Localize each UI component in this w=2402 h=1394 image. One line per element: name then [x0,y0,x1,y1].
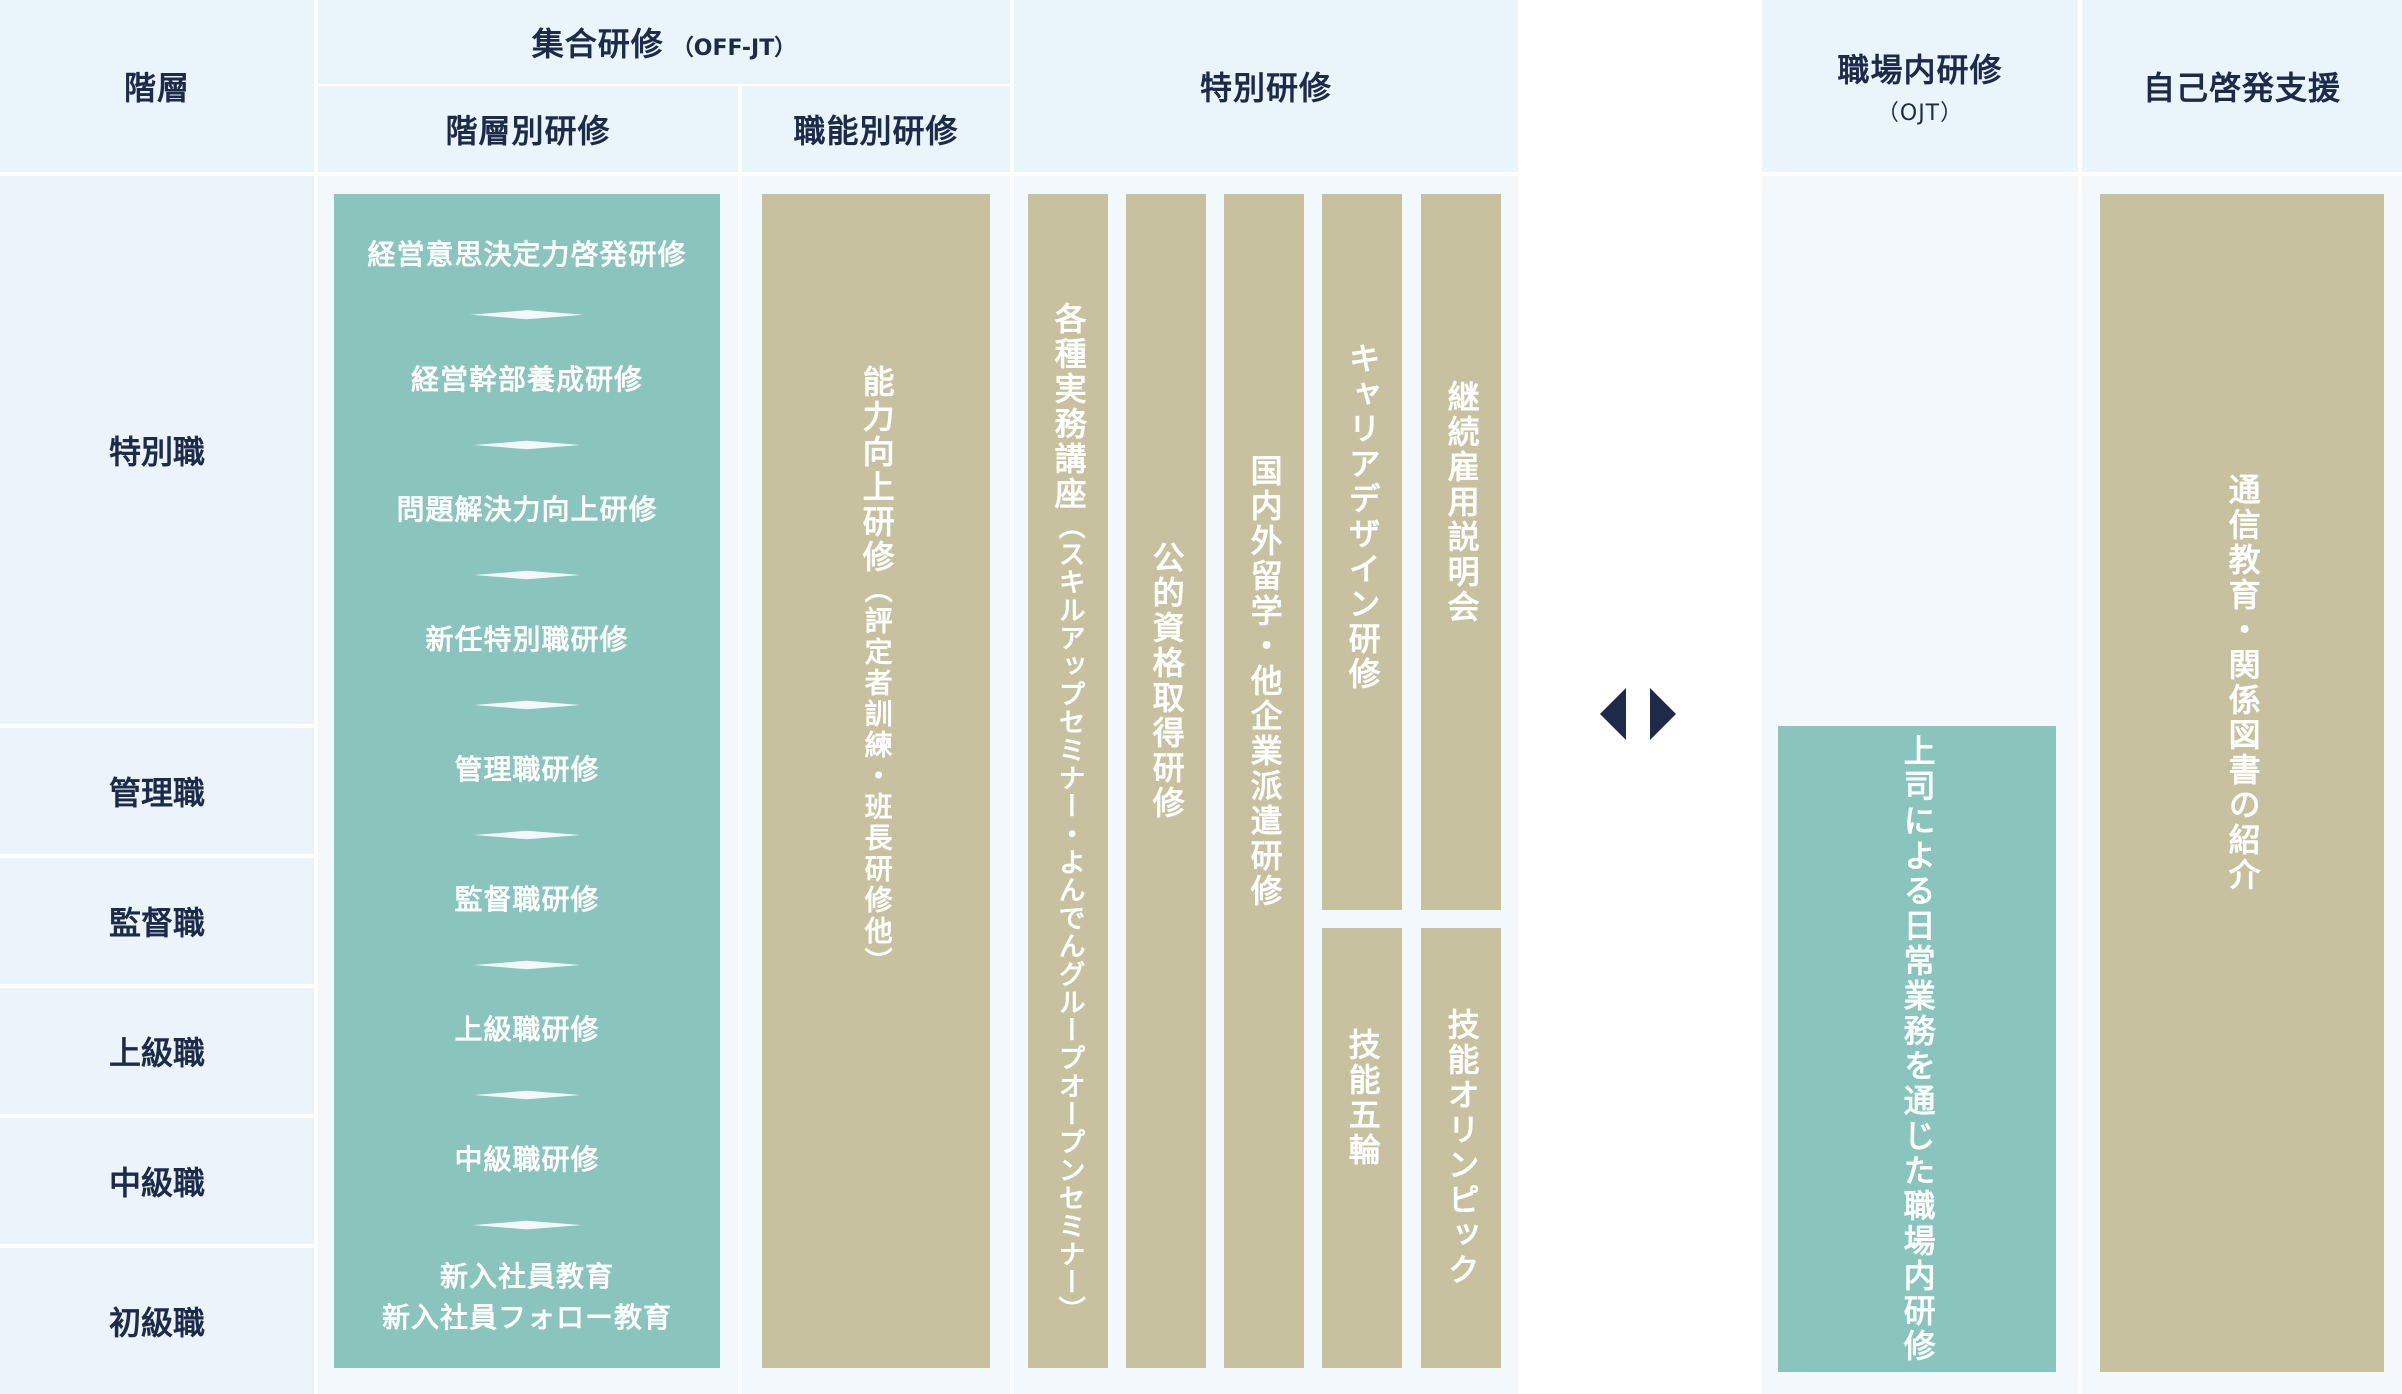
header-shokuno: 職能別研修 [742,86,1010,172]
kaisou-item: 新任特別職研修 [334,564,720,716]
jitsumu-main: 各種実務講座 [1049,302,1088,512]
kaisou-item-label: 監督職研修 [454,882,600,916]
header-self-dev: 自己啓発支援 [2082,0,2402,172]
ojt-bar: 上司による日常業務を通じた職場内研修 [1778,726,2056,1372]
level-tokubetsu: 特別職 [0,176,314,724]
header-level: 階層 [0,0,314,172]
level-label: 特別職 [108,433,205,471]
kaisou-item: 経営幹部養成研修 [334,304,720,456]
keizoku-label: 継続雇用説明会 [1442,379,1481,625]
olympic-label: 技能オリンピック [1442,1008,1481,1288]
header-kaisou: 階層別研修 [318,86,738,172]
header-level-label: 階層 [123,69,190,107]
kaisou-item: 管理職研修 [334,694,720,846]
header-ojt-sub: （OJT） [1876,101,1964,126]
kaisou-item-label: 問題解決力向上研修 [396,492,658,526]
gorin-label: 技能五輪 [1343,1028,1382,1168]
level-chukyu: 中級職 [0,1118,314,1244]
special-bar-keizoku: 継続雇用説明会 [1421,194,1501,910]
shinnyu-line1: 新入社員教育 [439,1260,614,1294]
level-kantoku: 監督職 [0,858,314,984]
kaisou-item: 中級職研修 [334,1084,720,1236]
level-label: 監督職 [108,904,205,942]
self-dev-bar: 通信教育・関係図書の紹介 [2100,194,2384,1372]
kaisou-item-label: 経営意思決定力啓発研修 [367,237,687,271]
career-label: キャリアデザイン研修 [1343,342,1382,692]
special-bar-jitsumu: 各種実務講座（スキルアップセミナー・よんでんグループオープンセミナー） [1028,194,1108,1368]
level-joukyu: 上級職 [0,988,314,1114]
level-label: 中級職 [108,1164,205,1202]
arrow-left-icon [1600,688,1626,740]
header-offjt-title: 集合研修 [531,25,664,63]
shikaku-label: 公的資格取得研修 [1147,541,1186,821]
special-bar-shikaku: 公的資格取得研修 [1126,194,1206,1368]
special-bar-olympic: 技能オリンピック [1421,928,1501,1368]
shokuno-bar: 能力向上研修（評定者訓練・班長研修他） [762,194,990,1368]
special-bar-gorin: 技能五輪 [1322,928,1402,1368]
level-kanri: 管理職 [0,728,314,854]
kaisou-item: 問題解決力向上研修 [334,434,720,586]
level-label: 管理職 [108,774,205,812]
kaisou-item: 経営意思決定力啓発研修 [334,194,720,326]
ryugaku-label: 国内外留学・他企業派遣研修 [1245,453,1284,909]
header-shokuno-label: 職能別研修 [793,112,959,150]
kaisou-item-shinnyu: 新入社員教育 新入社員フォロー教育 [334,1214,720,1368]
header-offjt: 集合研修 （OFF-JT） [318,0,1010,84]
jitsumu-sub: （スキルアップセミナー・よんでんグループオープンセミナー） [1053,512,1085,1324]
kaisou-item: 監督職研修 [334,824,720,976]
header-self-dev-label: 自己啓発支援 [2142,69,2341,107]
kaisou-item-label: 新任特別職研修 [425,622,629,656]
special-bar-career: キャリアデザイン研修 [1322,194,1402,910]
header-kaisou-label: 階層別研修 [445,112,611,150]
arrow-right-icon [1650,688,1676,740]
kaisou-item-label: 中級職研修 [454,1142,600,1176]
kaisou-item-label: 管理職研修 [454,752,600,786]
header-tokubetsu-label: 特別研修 [1199,69,1332,107]
self-dev-bar-label: 通信教育・関係図書の紹介 [2223,473,2262,893]
shinnyu-line2: 新入社員フォロー教育 [381,1301,672,1334]
header-ojt: 職場内研修 （OJT） [1762,0,2078,172]
shokuno-bar-main: 能力向上研修 [857,364,896,575]
level-label: 上級職 [108,1034,205,1072]
level-label: 初級職 [108,1304,205,1342]
header-tokubetsu: 特別研修 [1014,0,1518,172]
level-shokyu: 初級職 [0,1248,314,1394]
kaisou-item-label: 経営幹部養成研修 [410,362,643,396]
kaisou-item-label: 上級職研修 [454,1012,600,1046]
kaisou-item: 上級職研修 [334,954,720,1106]
ojt-bar-label: 上司による日常業務を通じた職場内研修 [1898,734,1937,1364]
shokuno-bar-sub: （評定者訓練・班長研修他） [860,574,894,978]
header-ojt-title: 職場内研修 [1837,51,2003,89]
header-offjt-sub: （OFF-JT） [671,36,797,61]
special-bar-ryugaku: 国内外留学・他企業派遣研修 [1224,194,1304,1368]
